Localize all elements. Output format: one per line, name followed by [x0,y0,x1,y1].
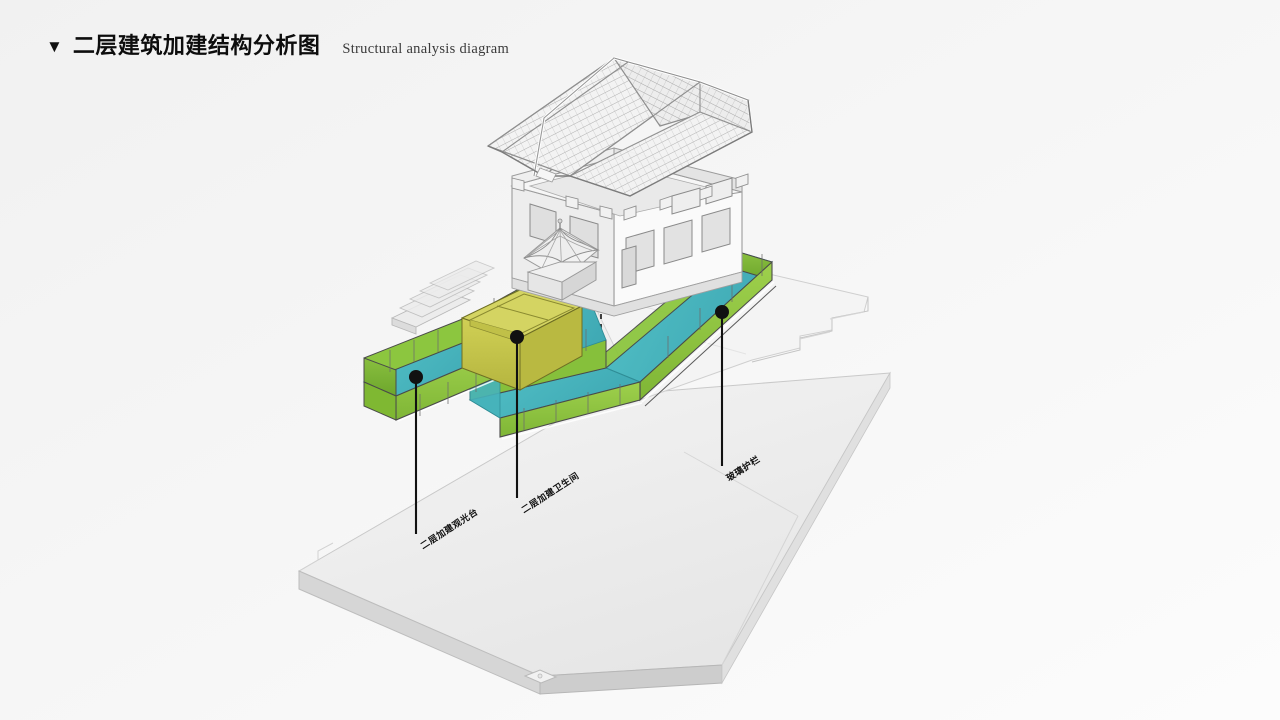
callout-leader-group [409,305,729,534]
tiled-hip-roof [486,56,754,197]
ground-base-slab [297,371,891,695]
small-pavilion-canopy [523,218,600,301]
exterior-staircase [390,260,496,335]
callout-dot-restroom[interactable] [510,330,524,344]
page-title: ▼ 二层建筑加建结构分析图 Structural analysis diagra… [46,28,509,60]
triangle-marker-icon: ▼ [46,37,63,56]
railing-center-front [499,381,641,438]
restroom-face-right [519,305,583,391]
eave-brackets [511,173,749,221]
callout-dot-observation-deck[interactable] [409,370,423,384]
railing-left-lowerface [363,381,397,421]
pavilion-ribs [525,229,597,279]
page-title-chinese: 二层建筑加建结构分析图 [72,34,321,59]
pavilion-finial [557,218,563,224]
callout-dot-glass-railing[interactable] [715,305,729,319]
building-door [621,245,637,289]
added-restroom-volume [460,287,584,391]
page-title-english: Structural analysis diagram [342,41,510,57]
building-windows-right [625,177,733,275]
roof-eaves [487,99,753,197]
